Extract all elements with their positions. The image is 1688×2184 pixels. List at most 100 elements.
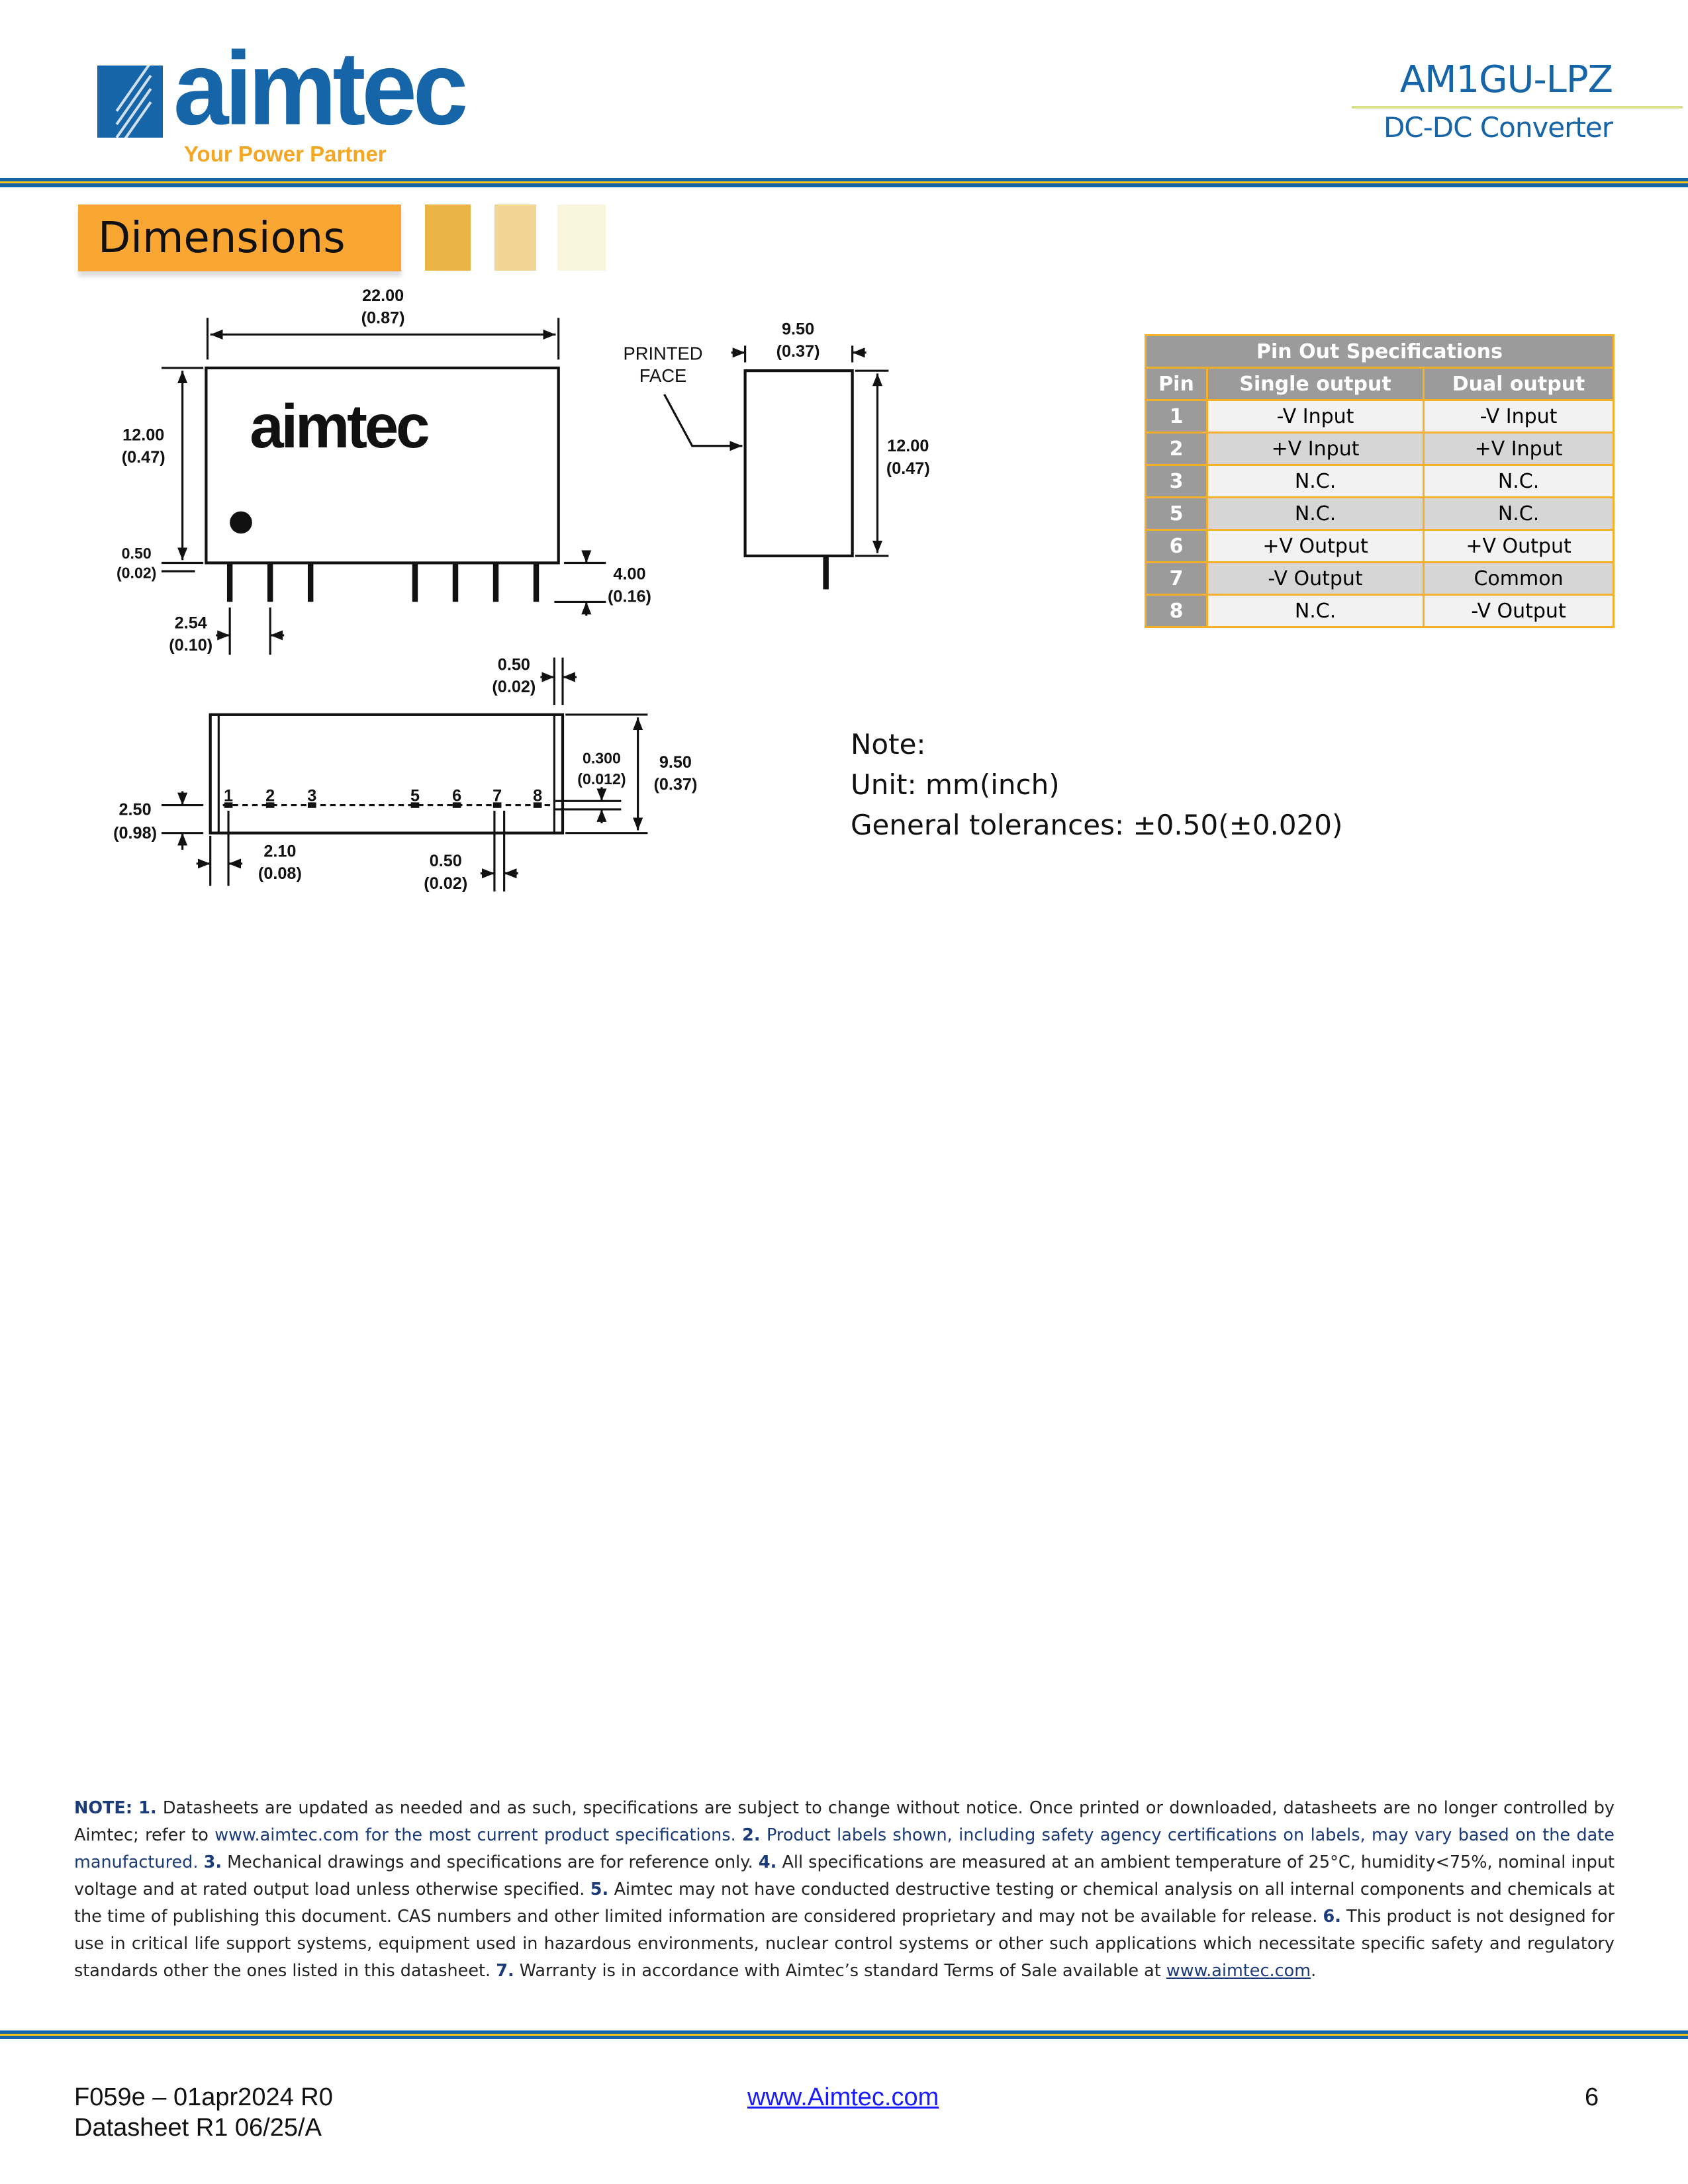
- single-cell: N.C.: [1205, 594, 1425, 628]
- dim-pinrow-in: (0.012): [577, 770, 626, 788]
- single-cell: -V Output: [1205, 561, 1425, 596]
- table-row: 6+V Output+V Output: [1145, 529, 1615, 563]
- logo-tagline: Your Power Partner: [184, 142, 387, 166]
- dim-first-pin-mm: 2.10: [263, 842, 296, 860]
- aimtec-link[interactable]: www.aimtec.com: [1166, 1961, 1311, 1981]
- dim-row-offset-mm: 2.50: [119, 800, 152, 819]
- dim-pinlen-in: (0.16): [608, 587, 651, 606]
- note-text: Mechanical drawings and specifications a…: [222, 1852, 759, 1872]
- pin-number: 8: [533, 786, 542, 805]
- pin-cell: 2: [1145, 432, 1208, 466]
- note-number: 2.: [742, 1825, 761, 1845]
- pin-number: 3: [307, 786, 316, 805]
- pin-number: 1: [224, 786, 233, 805]
- printed-face-label-2: FACE: [639, 365, 686, 386]
- decor-square-3: [557, 205, 606, 271]
- dual-cell: +V Input: [1423, 432, 1615, 466]
- dim-bottom-top-in: (0.02): [492, 678, 536, 696]
- dim-pinrow-mm: 0.300: [583, 749, 621, 766]
- note-number: 5.: [590, 1880, 609, 1899]
- datasheet-revision: Datasheet R1 06/25/A: [74, 2114, 322, 2142]
- header-stripe-blue: [0, 178, 1688, 181]
- col-header-single: Single output: [1205, 367, 1425, 401]
- note-number: 4.: [758, 1852, 777, 1872]
- pin-number: 6: [452, 786, 461, 805]
- footer-stripe-blue-2: [0, 2036, 1688, 2039]
- pin1-marker-dot: [230, 511, 252, 534]
- note-text: .: [1311, 1961, 1317, 1981]
- note-number: 1.: [138, 1798, 157, 1818]
- aimtec-logo-mark: [97, 66, 163, 138]
- dim-bottom-depth-mm: 9.50: [659, 753, 692, 772]
- decor-square-2: [494, 205, 536, 271]
- dim-pitch-mm: 2.54: [175, 614, 207, 632]
- decor-square-1: [425, 205, 471, 271]
- dim-width-in: (0.87): [361, 309, 405, 328]
- pinout-table: Pin Out Specifications Pin Single output…: [1145, 334, 1615, 628]
- pin-number: 5: [410, 786, 420, 805]
- dual-cell: N.C.: [1423, 496, 1615, 531]
- section-title: Dimensions: [98, 214, 346, 263]
- note-tolerance: General tolerances: ±0.50(±0.020): [851, 809, 1343, 841]
- dual-cell: -V Input: [1423, 399, 1615, 433]
- dim-side-height-in: (0.47): [886, 459, 930, 478]
- header-divider: [1352, 106, 1683, 109]
- body-logo: aimtec: [250, 392, 428, 461]
- single-cell: N.C.: [1205, 464, 1425, 498]
- dim-width-mm: 22.00: [362, 287, 404, 305]
- note-number: 3.: [203, 1852, 222, 1872]
- dim-pinlen-mm: 4.00: [613, 565, 645, 584]
- dim-pin-width-in: (0.02): [424, 874, 467, 893]
- dim-bottom-depth-in: (0.37): [653, 775, 697, 794]
- legal-notes: NOTE: 1. Datasheets are updated as neede…: [74, 1795, 1615, 1985]
- pin-cell: 1: [1145, 399, 1208, 433]
- dim-pin-width-mm: 0.50: [430, 852, 462, 870]
- dim-height-in: (0.47): [122, 448, 165, 467]
- dim-bottom-top-mm: 0.50: [498, 656, 530, 674]
- single-cell: -V Input: [1205, 399, 1425, 433]
- table-row: 1-V Input-V Input: [1145, 399, 1615, 433]
- note-unit: Unit: mm(inch): [851, 768, 1060, 801]
- footer-website-link[interactable]: www.Aimtec.com: [747, 2083, 939, 2111]
- dim-standoff-in: (0.02): [117, 565, 156, 582]
- pin-cell: 6: [1145, 529, 1208, 563]
- front-view-pins: [224, 511, 829, 808]
- pin-cell: 5: [1145, 496, 1208, 531]
- note-text: www.aimtec.com for the most current prod…: [214, 1825, 743, 1845]
- dual-cell: N.C.: [1423, 464, 1615, 498]
- dim-standoff-mm: 0.50: [122, 545, 152, 562]
- dual-cell: Common: [1423, 561, 1615, 596]
- footer-stripe-yellow: [0, 2034, 1688, 2036]
- printed-face-label-1: PRINTED: [623, 343, 702, 363]
- single-cell: +V Input: [1205, 432, 1425, 466]
- product-type: DC-DC Converter: [1383, 111, 1613, 144]
- pin-number: 7: [492, 786, 502, 805]
- table-row: 2+V Input+V Input: [1145, 432, 1615, 466]
- col-header-dual: Dual output: [1423, 367, 1615, 401]
- pin-cell: 8: [1145, 594, 1208, 628]
- note-text: Product labels shown, including safety a…: [74, 1825, 1615, 1872]
- single-cell: N.C.: [1205, 496, 1425, 531]
- dim-first-pin-in: (0.08): [258, 864, 302, 883]
- dual-cell: +V Output: [1423, 529, 1615, 563]
- front-view-body: [205, 366, 560, 565]
- dual-cell: -V Output: [1423, 594, 1615, 628]
- single-cell: +V Output: [1205, 529, 1425, 563]
- col-header-pin: Pin: [1145, 367, 1208, 401]
- dim-depth-mm: 9.50: [782, 320, 814, 338]
- dim-side-height-mm: 12.00: [887, 437, 929, 455]
- pin-number: 2: [265, 786, 275, 805]
- bottom-view-body: [209, 713, 565, 835]
- form-number: F059e – 01apr2024 R0: [74, 2083, 333, 2111]
- note-number: 6.: [1323, 1907, 1341, 1927]
- note-number: 7.: [496, 1961, 514, 1981]
- dim-depth-in: (0.37): [776, 342, 820, 361]
- note-text: Datasheets are updated as needed and as …: [74, 1798, 1615, 1845]
- header-stripe-yellow: [0, 181, 1688, 183]
- note-text: Aimtec may not have conducted destructiv…: [74, 1880, 1615, 1927]
